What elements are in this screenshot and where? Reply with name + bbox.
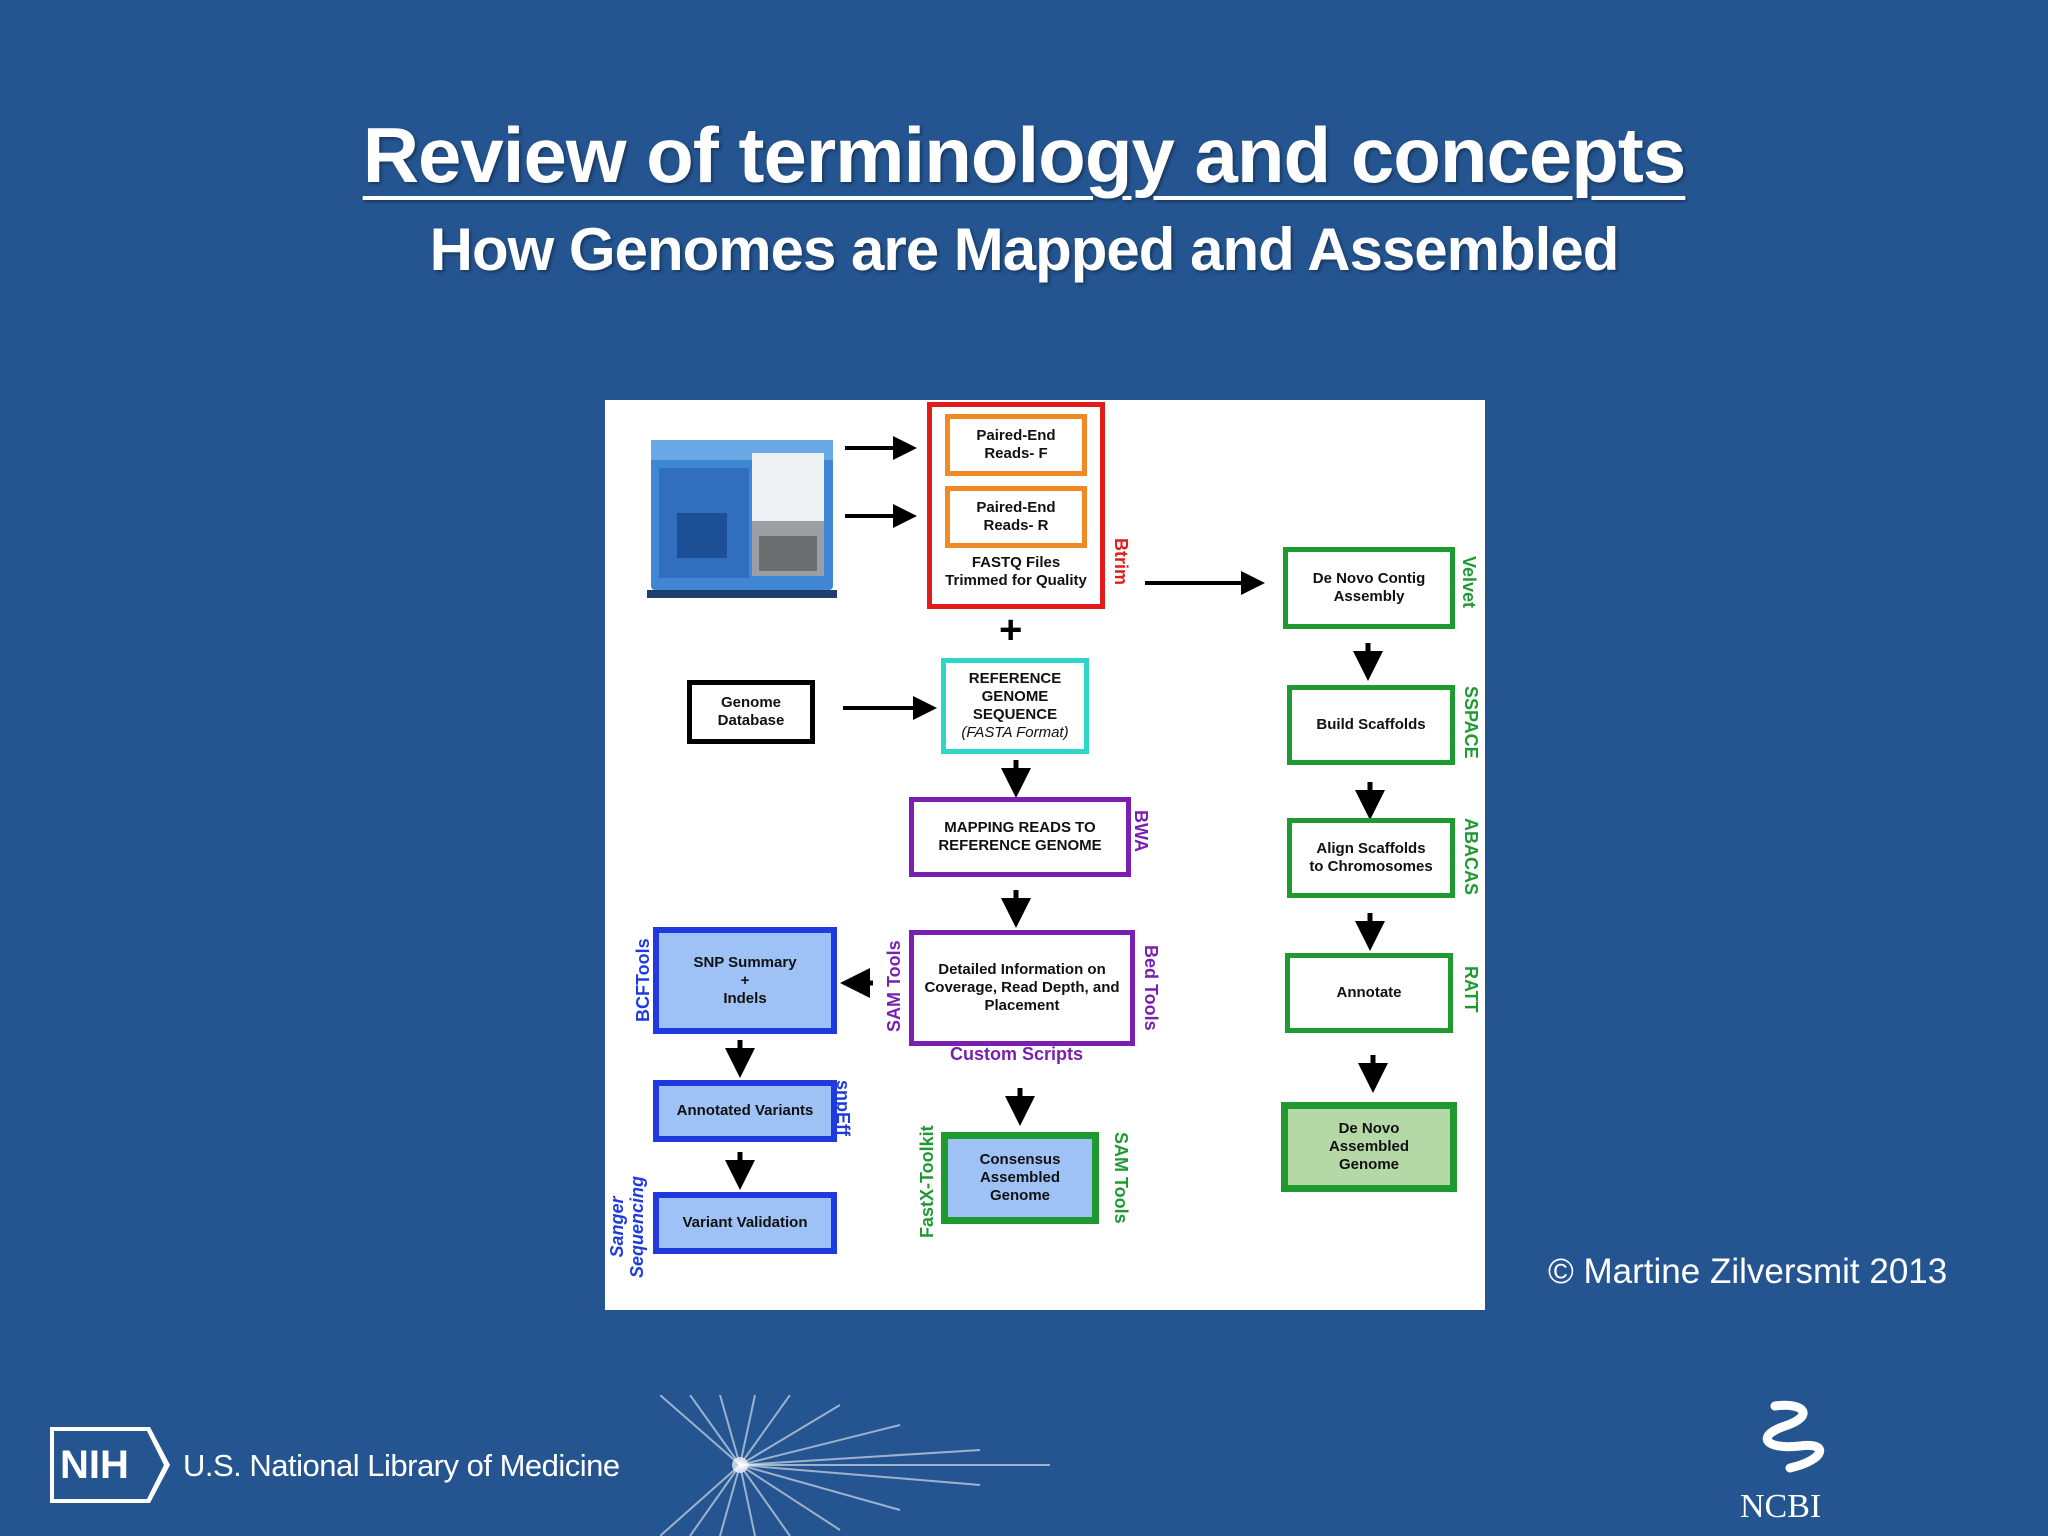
consensus-genome-box: Consensus Assembled Genome [941,1132,1099,1224]
nih-logo-icon: NIH [50,1427,170,1503]
arrows-layer [725,436,1388,1190]
copyright-notice: © Martine Zilversmit 2013 [1548,1252,1948,1291]
align-scaffolds-box: Align Scaffolds to Chromosomes [1287,818,1455,898]
annotated-variants-box: Annotated Variants [653,1080,837,1142]
slide-subtitle: How Genomes are Mapped and Assembled [429,216,1620,283]
tool-ratt: RATT [1461,966,1481,1013]
tool-abacas: ABACAS [1461,818,1481,896]
mapping-reads-box: MAPPING READS TO REFERENCE GENOME [909,797,1131,877]
light-burst-icon [660,1395,1050,1536]
tool-fastx: FastX-Toolkit [917,1125,937,1238]
paired-end-r-box: Paired-End Reads- R [945,486,1087,548]
tool-sspace: SSPACE [1461,686,1481,759]
denovo-contig-box: De Novo Contig Assembly [1283,547,1455,629]
tool-btrim: Btrim [1111,538,1131,586]
denovo-contig-label: De Novo Contig Assembly [1312,570,1426,605]
nlm-name: U.S. National Library of Medicine [183,1448,620,1483]
detailed-info-label: Detailed Information on Coverage, Read D… [924,961,1120,1014]
plus-sign: + [999,608,1023,652]
paired-end-f-label: Paired-End Reads- F [976,427,1056,462]
tool-bwa: BWA [1131,810,1151,852]
workflow-diagram: FASTQ Files Trimmed for Quality Paired-E… [605,400,1485,1310]
tool-sanger: Sanger Sequencing [607,1175,647,1278]
tool-velvet: Velvet [1459,556,1479,609]
ncbi-helix-icon [1762,1400,1825,1473]
annotate-box: Annotate [1285,953,1453,1033]
denovo-genome-label: De Novo Assembled Genome [1328,1120,1410,1173]
annotated-variants-label: Annotated Variants [676,1102,814,1119]
sequencer-image [647,440,837,598]
tool-snpeff: snpEff [833,1080,853,1136]
genome-database-label: Genome Database [717,694,785,729]
tool-bedtools: Bed Tools [1141,945,1161,1031]
tool-bcftools: BCFTools [633,938,653,1022]
consensus-genome-label: Consensus Assembled Genome [979,1151,1061,1204]
tool-samtools-right: SAM Tools [1111,1132,1131,1224]
paired-end-f-box: Paired-End Reads- F [945,414,1087,476]
ncbi-name: NCBI [1740,1488,1822,1525]
denovo-genome-box: De Novo Assembled Genome [1281,1102,1457,1192]
paired-end-r-label: Paired-End Reads- R [976,499,1056,534]
align-scaffolds-label: Align Scaffolds to Chromosomes [1309,840,1433,875]
reference-genome-box: REFERENCE GENOME SEQUENCE (FASTA Format) [941,658,1089,754]
nih-badge-text: NIH [60,1443,129,1487]
variant-validation-box: Variant Validation [653,1192,837,1254]
snp-summary-label: SNP Summary + Indels [693,953,797,1007]
tool-custom-scripts: Custom Scripts [950,1044,1084,1064]
variant-validation-label: Variant Validation [682,1214,808,1231]
mapping-reads-label: MAPPING READS TO REFERENCE GENOME [938,819,1102,854]
snp-summary-box: SNP Summary + Indels [653,927,837,1034]
build-scaffolds-box: Build Scaffolds [1287,685,1455,765]
fastq-label: FASTQ Files Trimmed for Quality [945,554,1087,589]
build-scaffolds-label: Build Scaffolds [1316,716,1426,733]
slide-title: Review of terminology and concepts [362,111,1687,199]
genome-database-box: Genome Database [687,680,815,744]
annotate-label: Annotate [1336,984,1402,1001]
detailed-info-box: Detailed Information on Coverage, Read D… [909,930,1135,1046]
tool-samtools-left: SAM Tools [884,940,904,1032]
reference-format-label: (FASTA Format) [961,724,1069,741]
reference-genome-label: REFERENCE GENOME SEQUENCE [968,670,1062,723]
